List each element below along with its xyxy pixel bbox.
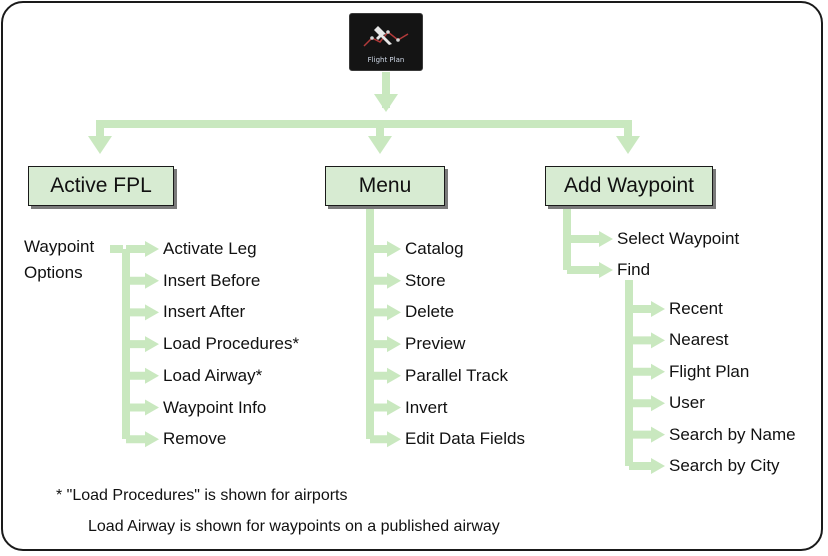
find-option-item[interactable]: Nearest <box>669 330 729 350</box>
find-option-item[interactable]: Search by City <box>669 456 780 475</box>
arrow-head-center <box>368 136 392 154</box>
add-waypoint-option-arrow-0 <box>567 231 613 247</box>
menu-option-arrow-4 <box>370 367 401 384</box>
find-option-arrow-4 <box>629 426 665 443</box>
active-fpl-option-item[interactable]: Activate Leg <box>163 239 257 258</box>
app-icon-label: Flight Plan <box>367 56 405 64</box>
waypoint-options-label-line1: Waypoint <box>24 237 95 256</box>
footnote-line-2: Load Airway is shown for waypoints on a … <box>88 518 500 535</box>
footnote-line-1: * "Load Procedures" is shown for airport… <box>56 487 348 504</box>
menu-option-arrow-2 <box>370 304 401 321</box>
menu-option-item[interactable]: Parallel Track <box>405 365 508 385</box>
branch-arrows <box>126 231 665 474</box>
flight-plan-app-icon[interactable]: Flight Plan <box>349 13 423 71</box>
menu-option-item[interactable]: Catalog <box>405 239 464 258</box>
waypoint-options-label-line2: Options <box>24 263 83 282</box>
menu-option-item[interactable]: Preview <box>405 334 466 354</box>
menu-option-arrow-5 <box>370 399 401 416</box>
arrow-head-right <box>616 136 640 154</box>
active-fpl-option-arrow-5 <box>126 399 159 416</box>
menu-option-arrow-6 <box>370 431 401 448</box>
active-fpl-option-item[interactable]: Insert Before <box>163 270 261 290</box>
add-waypoint-option-item[interactable]: Select Waypoint <box>617 229 740 248</box>
menu-option-arrow-1 <box>370 272 401 289</box>
menu-option-item[interactable]: Store <box>405 270 446 290</box>
active-fpl-option-item[interactable]: Remove <box>163 429 227 449</box>
active-fpl-option-arrow-6 <box>126 431 159 448</box>
find-option-item[interactable]: Search by Name <box>669 424 796 444</box>
find-option-item[interactable]: Recent <box>669 299 723 318</box>
active-fpl-option-arrow-0 <box>126 241 159 257</box>
active-fpl-option-arrow-2 <box>126 304 159 321</box>
find-option-arrow-2 <box>629 363 665 380</box>
find-option-arrow-5 <box>629 458 665 474</box>
active-fpl-option-item[interactable]: Insert After <box>163 302 246 322</box>
active-fpl-option-arrow-4 <box>126 367 159 384</box>
find-option-arrow-1 <box>629 332 665 349</box>
menu-option-item[interactable]: Edit Data Fields <box>405 429 525 449</box>
add-waypoint-header[interactable]: Add Waypoint <box>545 166 713 206</box>
active-fpl-option-item[interactable]: Load Airway* <box>163 365 263 385</box>
arrow-head-left <box>88 136 112 154</box>
arrow-head-top <box>374 94 398 112</box>
menu-option-item[interactable]: Delete <box>405 302 455 322</box>
active-fpl-option-item[interactable]: Waypoint Info <box>163 397 267 417</box>
active-fpl-option-item[interactable]: Load Procedures* <box>163 334 300 354</box>
menu-option-arrow-3 <box>370 336 401 353</box>
find-option-item[interactable]: Flight Plan <box>669 361 750 381</box>
add-waypoint-option-item[interactable]: Find <box>617 260 651 279</box>
menu-header[interactable]: Menu <box>325 166 445 206</box>
active-fpl-option-arrow-3 <box>126 336 159 353</box>
find-option-item[interactable]: User <box>669 393 705 413</box>
menu-option-item[interactable]: Invert <box>405 397 448 417</box>
active-fpl-header[interactable]: Active FPL <box>28 166 174 206</box>
add-waypoint-option-arrow-1 <box>567 262 613 278</box>
menu-option-arrow-0 <box>370 241 401 257</box>
active-fpl-option-arrow-1 <box>126 272 159 289</box>
airplane-icon <box>363 26 409 47</box>
find-option-arrow-0 <box>629 301 665 317</box>
find-option-arrow-3 <box>629 395 665 412</box>
